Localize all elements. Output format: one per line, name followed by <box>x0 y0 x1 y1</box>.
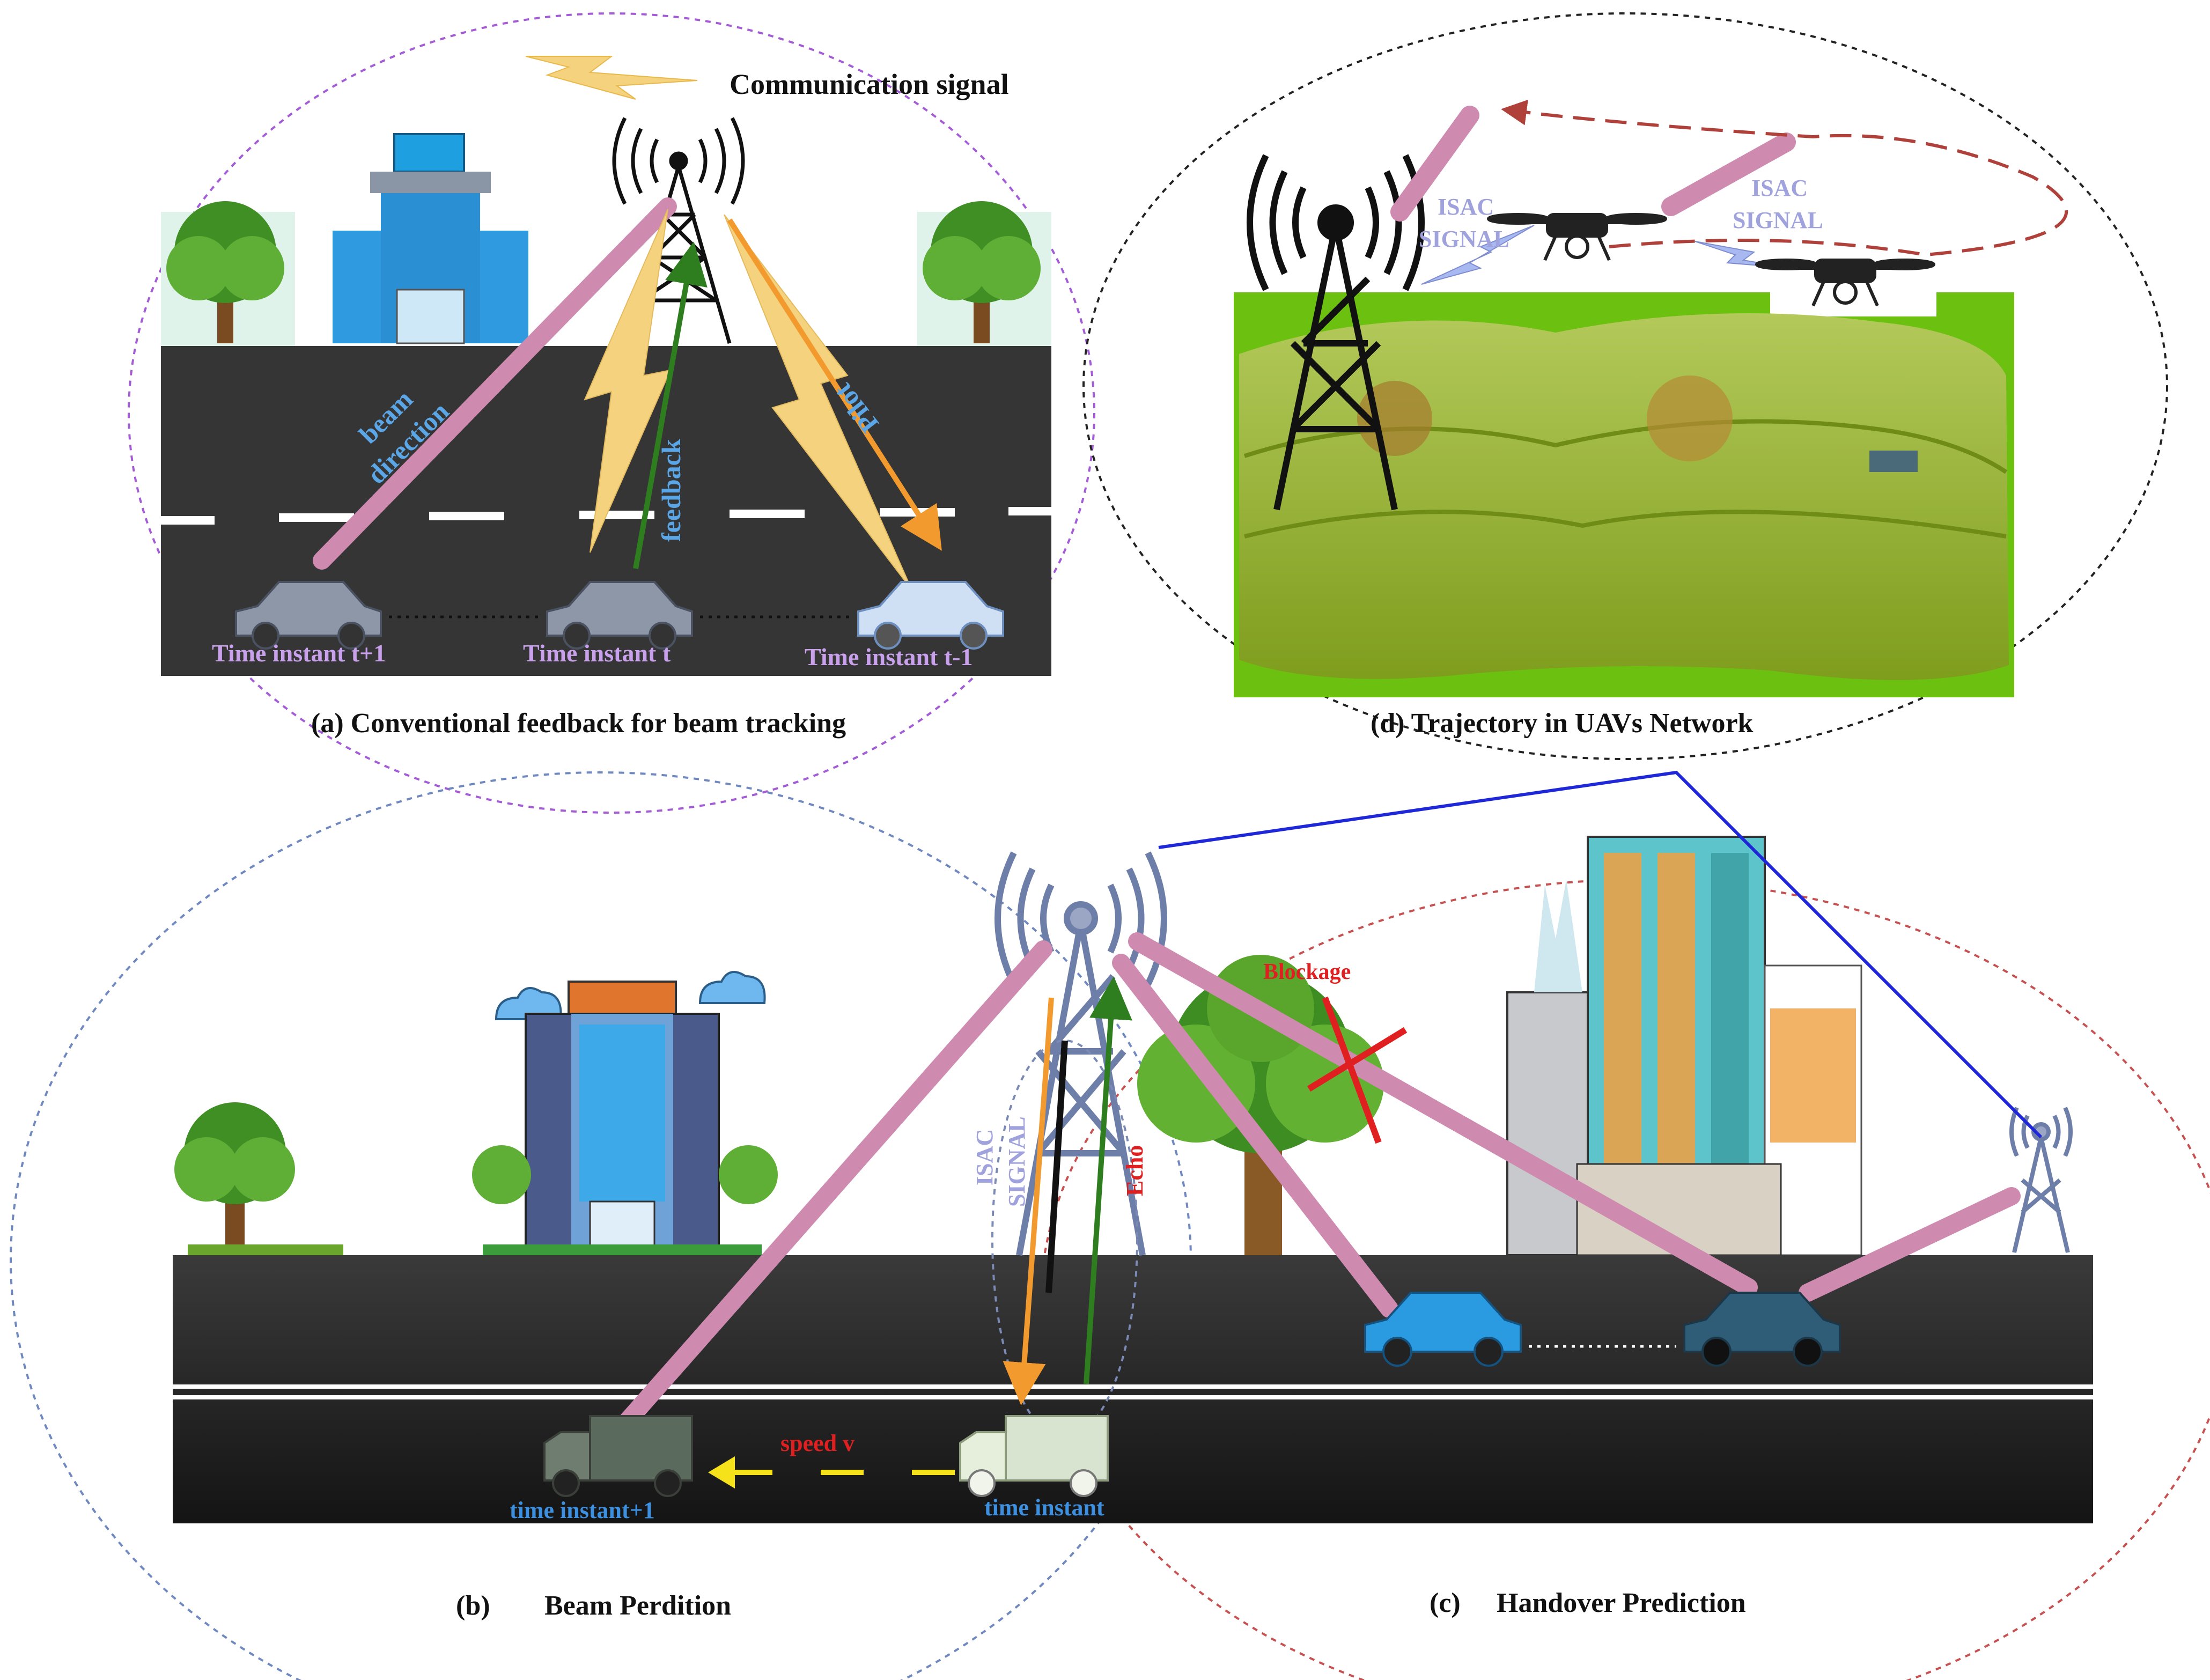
legend-communication-signal: Communication signal <box>730 68 1009 100</box>
legend: Communication signal <box>525 56 1009 100</box>
speed-label: speed v <box>780 1430 854 1456</box>
isac-signal-label-1b: SIGNAL <box>1419 226 1509 252</box>
blocked-beam <box>1128 932 1758 1296</box>
car-icon <box>857 581 1004 650</box>
panel-d: ISAC SIGNAL ISAC SIGNAL (d) Trajectory i… <box>1234 99 2068 739</box>
lightning-icon <box>1421 225 1535 285</box>
pilot-arrow <box>727 218 942 551</box>
truck-icon <box>543 1415 693 1497</box>
isac-black-line <box>1045 1040 1068 1293</box>
drone-icon <box>1755 259 1935 307</box>
feedback-label: feedback <box>656 439 686 542</box>
panel-d-boundary <box>1082 12 2168 760</box>
handover-beam <box>1799 1187 2021 1302</box>
sensing-region <box>991 1040 1138 1439</box>
panel-a-boundary <box>128 12 1095 814</box>
blockage-x-icon <box>1307 996 1408 1144</box>
drone-icon <box>1487 213 1667 261</box>
beam-to-car <box>1112 954 1398 1318</box>
panel-b-caption-tag: (b) <box>456 1590 490 1621</box>
uav-trajectory <box>1501 99 2068 257</box>
isac-label: ISAC <box>971 1129 998 1185</box>
isac-beam <box>1661 132 1796 216</box>
panel-c-caption-tag: (c) <box>1430 1588 1461 1618</box>
echo-green-arrow <box>1084 976 1132 1384</box>
feedback-lightning <box>584 209 672 553</box>
panels-b-c: Blockage ISAC SIGNAL Echo <box>173 770 2093 1621</box>
tree-icon <box>161 201 295 346</box>
isac-signal-label: SIGNAL <box>1004 1116 1030 1207</box>
isac-signal-label-1: ISAC <box>1438 194 1494 220</box>
beam-direction <box>313 197 677 570</box>
building-icon <box>333 133 528 344</box>
panel-a: beam direction feedback Pilot Time insta… <box>161 117 1051 739</box>
city-buildings <box>1506 836 1862 1256</box>
hills-landscape <box>1239 313 2009 680</box>
tree-icon <box>174 1102 343 1256</box>
car-icon <box>1683 1292 1841 1367</box>
time-t-label: Time instant t <box>523 639 671 667</box>
car-icon <box>546 581 693 650</box>
feedback-arrow <box>633 241 708 569</box>
panel-b-caption-title: Beam Perdition <box>544 1590 731 1621</box>
time-t-plus-1-label: Time instant t+1 <box>212 639 386 667</box>
car-icon <box>1364 1292 1522 1367</box>
panel-d-caption: (d) Trajectory in UAVs Network <box>1371 708 1754 739</box>
time-instant-label: time instant <box>984 1494 1104 1521</box>
car-icon <box>235 581 382 650</box>
cell-tower-icon <box>1247 154 1425 511</box>
echo-label: Echo <box>1122 1145 1148 1196</box>
truck-icon <box>959 1415 1109 1497</box>
tree-icon <box>917 201 1051 346</box>
isac-signal-label-2: ISAC <box>1751 175 1808 201</box>
time-instant-plus-1-label: time instant+1 <box>510 1497 655 1523</box>
lightning-icon <box>525 56 698 100</box>
isac-signal-label-2b: SIGNAL <box>1733 207 1823 233</box>
isac-beam <box>1390 106 1479 222</box>
backhaul-link <box>1158 770 2043 1139</box>
time-t-minus-1-label: Time instant t-1 <box>805 643 973 670</box>
cell-tower-icon <box>994 851 1167 1256</box>
tree-icon <box>1137 955 1384 1255</box>
building-icon <box>472 981 778 1258</box>
panel-c-caption-title: Handover Prediction <box>1497 1588 1746 1618</box>
beam-to-truck <box>613 940 1052 1436</box>
cloud-icon <box>495 971 766 1020</box>
speed-arrow <box>708 1456 955 1489</box>
cell-tower-icon <box>2009 1107 2073 1253</box>
blockage-label: Blockage <box>1263 960 1351 984</box>
isac-orange-arrow <box>1003 997 1054 1405</box>
panel-a-caption: (a) Conventional feedback for beam track… <box>311 708 846 739</box>
